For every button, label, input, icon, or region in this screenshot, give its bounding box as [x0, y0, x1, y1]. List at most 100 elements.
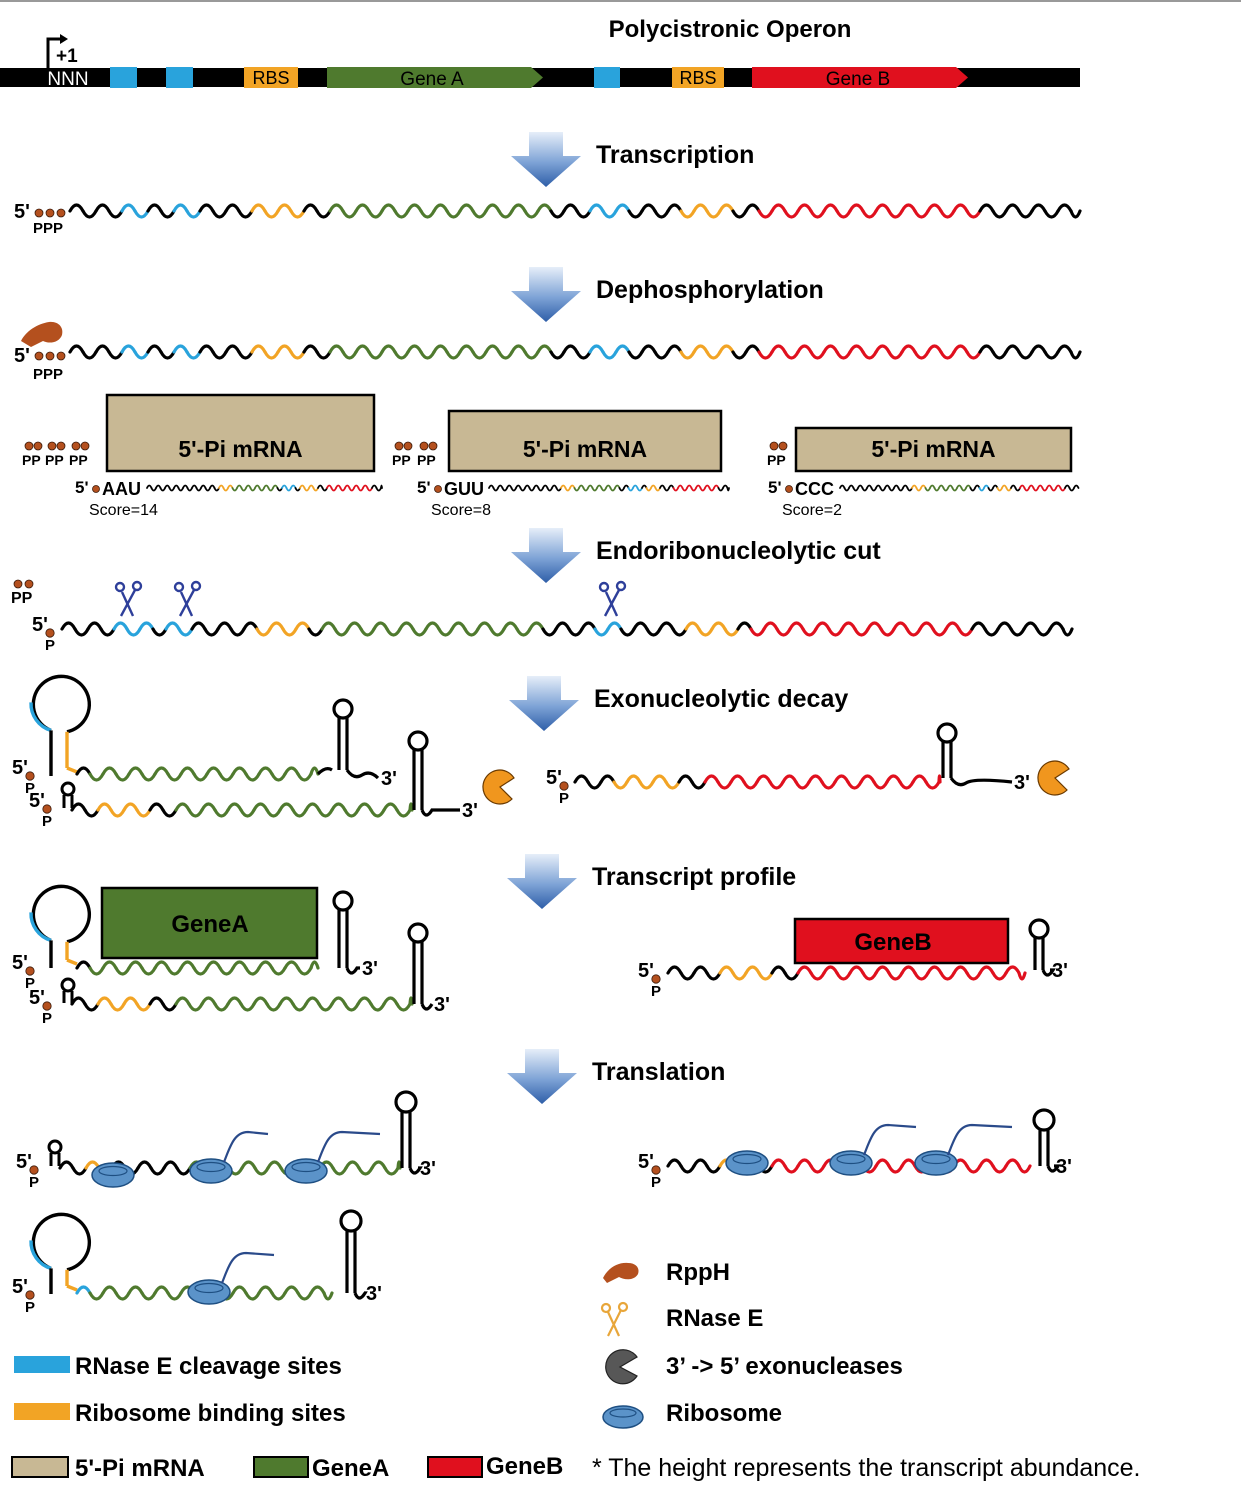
three-prime-label: 3'	[1052, 960, 1068, 982]
phosphate-dot	[80, 441, 90, 451]
phosphate-label: P	[45, 637, 55, 654]
terminator-tail	[345, 966, 360, 975]
small-stem-loop	[60, 781, 76, 808]
terminator-tail	[1046, 1164, 1061, 1173]
five-prime-stem-loop	[29, 884, 92, 968]
phosphate-label: P	[559, 790, 569, 807]
three-prime-label: 3'	[366, 1283, 382, 1305]
terminator-hairpin	[407, 922, 429, 1004]
operon-nnn: NNN	[47, 69, 88, 90]
five-prime-label: 5'	[546, 767, 562, 789]
gene-b-profile	[666, 965, 1027, 981]
phosphate-dot	[56, 351, 66, 361]
phosphate-dot	[394, 441, 404, 451]
phosphate-label: PPP	[33, 366, 63, 383]
phosphate-dot	[56, 208, 66, 218]
phosphate-label: PP	[11, 590, 33, 607]
phosphate-dot	[428, 441, 438, 451]
phosphate-dot	[419, 441, 429, 451]
legend-rbs-label: Ribosome binding sites	[75, 1400, 346, 1427]
three-prime-label: 3'	[1056, 1156, 1072, 1178]
five-prime-label: 5'	[14, 201, 30, 223]
genea-profile-label: GeneA	[171, 911, 248, 938]
ribosome	[187, 1279, 231, 1305]
phosphate-label: PP	[45, 452, 64, 468]
legend-ribosome-label: Ribosome	[666, 1400, 782, 1427]
operon-gene-b	[752, 67, 968, 88]
legend-genea-label: GeneA	[312, 1455, 389, 1482]
phosphate-label: P	[42, 1010, 52, 1027]
scissors-icon	[173, 580, 202, 617]
step-arrow-icon	[511, 528, 581, 583]
operon-rbs-2	[672, 67, 724, 88]
phosphate-dot	[13, 579, 23, 589]
operon-gene-b-label: Gene B	[826, 69, 890, 90]
mini-transcript	[839, 484, 1080, 492]
phosphate-dot	[651, 1165, 661, 1175]
five-prime-label: 5'	[417, 478, 431, 497]
scissors-icon	[114, 580, 143, 617]
phosphate-label: P	[42, 813, 52, 830]
operon-rnase-site	[110, 67, 137, 88]
phosphate-dot	[33, 441, 43, 451]
step-label: Translation	[592, 1058, 725, 1086]
step-arrow-icon	[509, 676, 579, 731]
step-label: Transcript profile	[592, 863, 796, 891]
five-prime-stem-loop	[29, 674, 92, 776]
gene-b-processed	[573, 774, 942, 790]
gene-a-profile-short	[70, 996, 414, 1012]
terminator-tail	[420, 808, 460, 817]
legend-rnase-e-label: RNase E	[666, 1305, 763, 1332]
legend-rnase-label: RNase E cleavage sites	[75, 1353, 342, 1380]
pi-mrna-box	[794, 426, 1073, 473]
three-prime-label: 3'	[362, 958, 378, 980]
five-prime-label: 5'	[16, 1151, 32, 1173]
operon-gene-a	[327, 67, 543, 88]
phosphate-dot	[559, 781, 569, 791]
score-label: Score=8	[431, 502, 491, 519]
phosphate-label: PP	[69, 452, 88, 468]
ribosome	[725, 1150, 769, 1176]
phosphate-label: P	[25, 1299, 35, 1316]
geneb-profile-box	[793, 917, 1010, 965]
small-stem-loop	[47, 1139, 63, 1166]
rpph-enzyme	[21, 321, 63, 347]
score-label: Score=2	[782, 502, 842, 519]
three-prime-label: 3'	[381, 768, 397, 790]
phosphate-label: PPP	[33, 220, 63, 237]
phosphate-dot	[42, 804, 52, 814]
tss-arrow-icon	[46, 34, 68, 68]
phosphate-dot	[24, 441, 34, 451]
nascent-peptide	[316, 1130, 381, 1163]
phosphate-label: PP	[417, 452, 436, 468]
step-arrow-icon	[507, 854, 577, 909]
terminator-hairpin	[1032, 1108, 1056, 1166]
phosphate-dot	[434, 485, 442, 493]
mini-transcript	[488, 484, 730, 492]
legend-rbs-swatch	[14, 1403, 70, 1420]
nascent-peptide	[222, 1130, 269, 1163]
legend-rnase-swatch	[14, 1356, 70, 1373]
phosphate-label: PP	[767, 452, 786, 468]
terminator-hairpin	[339, 1209, 363, 1293]
gene-a-processed-long	[75, 766, 320, 782]
legend-pi-label: 5'-Pi mRNA	[75, 1455, 205, 1482]
terminator-tail	[420, 1003, 434, 1011]
footnote: * The height represents the transcript a…	[592, 1454, 1141, 1482]
phosphate-dot	[769, 441, 779, 451]
terminator-hairpin	[407, 730, 429, 810]
gene-a-profile-long	[75, 960, 320, 976]
five-prime-label: 5'	[14, 345, 30, 367]
exonuclease	[1037, 760, 1070, 796]
ribosome	[829, 1150, 873, 1176]
terminator-tail	[1041, 968, 1056, 977]
tss-label: +1	[56, 46, 78, 67]
ribosome	[91, 1162, 135, 1188]
terminator-tail	[353, 1291, 368, 1300]
five-prime-label: 5'	[768, 478, 782, 497]
phosphate-dot	[24, 579, 34, 589]
nascent-peptide	[862, 1123, 917, 1156]
ribosome	[189, 1158, 233, 1184]
operon-rbs-2-label: RBS	[679, 68, 716, 88]
